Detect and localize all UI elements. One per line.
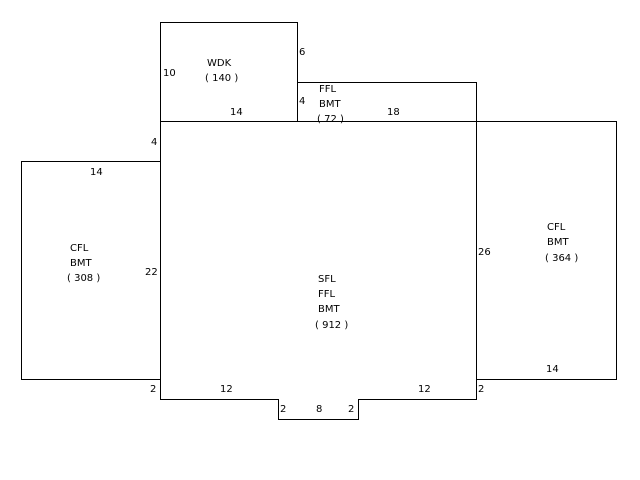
sfl-code-label: SFL [318,274,336,285]
dim-left-height: 22 [145,267,158,278]
dim-ffl-bottom: 18 [387,107,400,118]
sfl-sub1-label: FFL [318,289,336,300]
dim-main-bottom-left: 12 [220,384,233,395]
cfl-left-area-label: ( 308 ) [67,273,100,284]
cfl-right-code-label: CFL [547,222,566,233]
dim-wdk-bottom: 14 [230,107,243,118]
dim-main-left-top: 4 [151,137,157,148]
cfl-right-sub-label: BMT [547,237,569,248]
cfl-right-outline [476,121,617,380]
ffl-code-label: FFL [319,84,337,95]
cfl-left-sub-label: BMT [70,258,92,269]
wdk-code-label: WDK [207,58,232,69]
ffl-area-label: ( 72 ) [317,114,344,125]
sfl-sub2-label: BMT [318,304,340,315]
dim-main-right: 26 [478,247,491,258]
dim-left-top: 14 [90,167,103,178]
dim-bay-right: 2 [348,404,354,415]
cfl-left-outline [21,161,161,380]
dim-bay-width: 8 [316,404,322,415]
dim-wdk-right: 6 [299,47,305,58]
sfl-main-outline [160,121,477,420]
cfl-right-area-label: ( 364 ) [545,253,578,264]
dim-bay-left: 2 [280,404,286,415]
ffl-sub-label: BMT [319,99,341,110]
wdk-area-label: ( 140 ) [205,73,238,84]
dim-right-bottom: 14 [546,364,559,375]
wdk-outline [160,22,298,122]
dim-left-step: 2 [150,384,156,395]
cfl-left-code-label: CFL [70,243,89,254]
dim-wdk-height: 10 [163,68,176,79]
sfl-area-label: ( 912 ) [315,320,348,331]
dim-ffl-left: 4 [299,96,305,107]
dim-right-step: 2 [478,384,484,395]
dim-main-bottom-right: 12 [418,384,431,395]
